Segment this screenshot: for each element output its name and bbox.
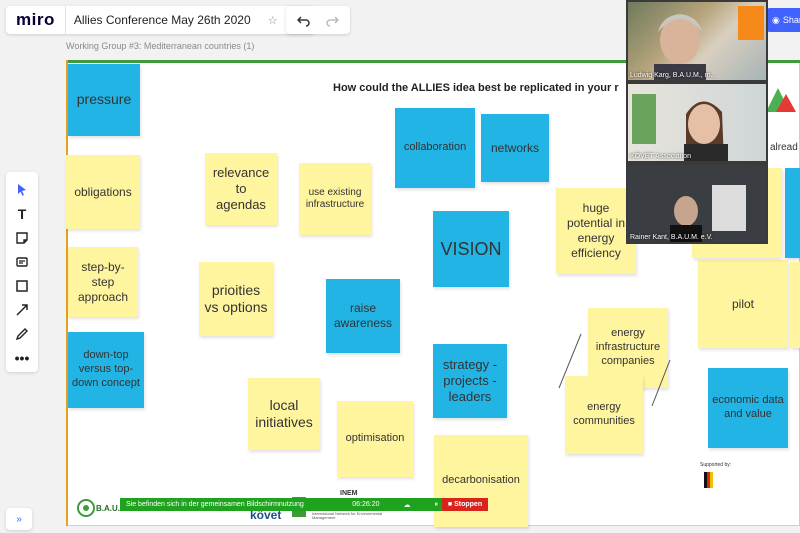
sticky-note[interactable]: economic data and value bbox=[708, 368, 788, 448]
sticky-note[interactable]: pressure bbox=[68, 64, 140, 136]
sticky-note[interactable]: pilot bbox=[698, 260, 788, 348]
sticky-note[interactable]: collaboration bbox=[395, 108, 475, 188]
undo-redo-group bbox=[286, 6, 350, 34]
participant-name: KÖVET Association bbox=[630, 153, 691, 160]
shape-icon[interactable] bbox=[10, 274, 34, 298]
video-tile[interactable]: KÖVET Association bbox=[626, 82, 768, 163]
globe-icon: ◉ bbox=[772, 14, 780, 25]
stop-share-button[interactable]: ■ Stoppen bbox=[442, 498, 488, 511]
sticky-note[interactable]: decarbonisation bbox=[434, 435, 528, 527]
participant-video bbox=[654, 6, 764, 80]
star-icon[interactable]: ☆ bbox=[267, 14, 278, 27]
connector-arrow-icon[interactable] bbox=[10, 298, 34, 322]
template-icon[interactable] bbox=[10, 250, 34, 274]
video-tile[interactable]: Ludwig Karg, B.A.U.M., m... bbox=[626, 0, 768, 82]
participant-name: Ludwig Karg, B.A.U.M., m... bbox=[630, 72, 717, 79]
screenshare-message: Sie befinden sich in der gemeinsamen Bil… bbox=[126, 501, 304, 508]
kovet-logo: követ bbox=[250, 508, 282, 522]
undo-icon[interactable] bbox=[290, 6, 318, 34]
frame-question[interactable]: How could the ALLIES idea best be replic… bbox=[333, 82, 619, 94]
sticky-note[interactable]: prioities vs options bbox=[199, 262, 273, 336]
frame-label[interactable]: Working Group #3: Mediterranean countrie… bbox=[66, 41, 255, 51]
allies-logo bbox=[766, 88, 796, 112]
sticky-note[interactable]: huge potential in energy efficiency bbox=[556, 188, 636, 274]
text-tool-icon[interactable]: T bbox=[17, 206, 27, 222]
pause-icon[interactable]: ⏸ bbox=[434, 500, 439, 508]
drawn-line[interactable] bbox=[555, 332, 585, 392]
ministry-emblem bbox=[704, 472, 713, 488]
sticky-note-edge[interactable] bbox=[790, 262, 800, 348]
sticky-note[interactable]: VISION bbox=[433, 211, 509, 287]
stop-label: Stoppen bbox=[454, 501, 483, 508]
select-cursor-icon[interactable] bbox=[10, 178, 34, 202]
participant-video bbox=[628, 165, 766, 242]
share-button[interactable]: ◉Shar bbox=[766, 8, 800, 32]
video-tile[interactable]: Rainer Kant, B.A.U.M. e.V. bbox=[626, 163, 768, 244]
sticky-note-edge[interactable] bbox=[785, 168, 800, 258]
inem-logo: INEM bbox=[340, 490, 358, 497]
pen-icon[interactable] bbox=[10, 322, 34, 346]
sticky-note[interactable]: obligations bbox=[66, 155, 140, 229]
drawn-line[interactable] bbox=[648, 358, 674, 410]
frame-top-border bbox=[66, 60, 800, 63]
top-bar: miro Allies Conference May 26th 2020 ☆ bbox=[6, 6, 315, 34]
screenshare-time: 06:26:20 bbox=[352, 501, 380, 508]
expand-panel-icon[interactable]: » bbox=[6, 508, 32, 530]
share-label: Shar bbox=[782, 15, 800, 25]
tool-bar: T ••• bbox=[6, 172, 38, 372]
sticky-note-icon[interactable] bbox=[10, 226, 34, 250]
participant-video bbox=[632, 94, 728, 161]
sticky-note[interactable]: use existing infrastructure bbox=[299, 163, 371, 235]
sticky-note[interactable]: local initiatives bbox=[248, 378, 320, 450]
sticky-note[interactable]: optimisation bbox=[337, 401, 413, 477]
screenshare-bar: Sie befinden sich in der gemeinsamen Bil… bbox=[120, 498, 488, 511]
sticky-note[interactable]: relevance to agendas bbox=[205, 153, 277, 225]
frame-left-border bbox=[66, 60, 68, 526]
baum-logo-icon bbox=[77, 499, 95, 517]
supported-by-text: Supported by: bbox=[700, 462, 732, 468]
already-text-fragment: alread bbox=[770, 142, 798, 153]
sticky-note[interactable]: energy communities bbox=[565, 376, 643, 454]
sticky-note[interactable]: step-by-step approach bbox=[68, 247, 138, 317]
miro-logo[interactable]: miro bbox=[16, 10, 55, 29]
sticky-note[interactable]: energy infrastructure companies bbox=[588, 308, 668, 388]
screenshare-status: Sie befinden sich in der gemeinsamen Bil… bbox=[120, 498, 442, 511]
sticky-note[interactable]: networks bbox=[481, 114, 549, 182]
redo-icon[interactable] bbox=[318, 6, 346, 34]
participant-name: Rainer Kant, B.A.U.M. e.V. bbox=[630, 234, 713, 241]
sticky-note[interactable]: down-top versus top-down concept bbox=[68, 332, 144, 408]
board-title[interactable]: Allies Conference May 26th 2020 bbox=[64, 6, 259, 34]
sticky-note[interactable]: strategy - projects - leaders bbox=[433, 344, 507, 418]
inem-subtitle: International Network for Environmental … bbox=[312, 511, 383, 521]
sticky-note[interactable]: raise awareness bbox=[326, 279, 400, 353]
cloud-icon[interactable]: ☁ bbox=[403, 501, 411, 509]
more-tools-icon[interactable]: ••• bbox=[14, 350, 30, 366]
baum-logo-text: B.A.U.M bbox=[96, 504, 127, 513]
